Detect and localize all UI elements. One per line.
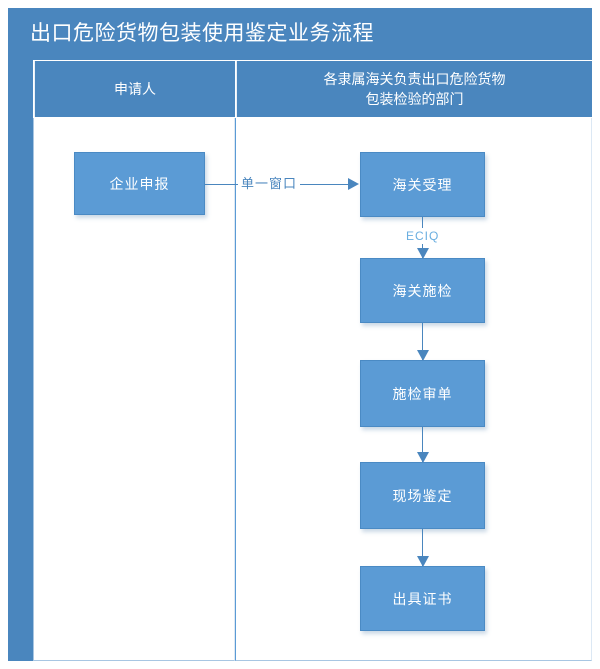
- node-issue-certificate[interactable]: 出具证书: [360, 566, 485, 631]
- edge-arrow-inspection-to-document-review: [417, 350, 429, 361]
- node-customs-acceptance[interactable]: 海关受理: [360, 152, 485, 217]
- edge-arrow-document-review-to-site-appraisal: [417, 452, 429, 463]
- node-site-appraisal[interactable]: 现场鉴定: [360, 462, 485, 529]
- edge-label-eciq: ECIQ: [403, 228, 443, 244]
- lane-header-customs-line1: 各隶属海关负责出口危险货物: [323, 71, 506, 87]
- lane-header-applicant-label: 申请人: [114, 81, 156, 97]
- node-document-review[interactable]: 施检审单: [360, 360, 485, 427]
- node-document-review-label: 施检审单: [392, 385, 453, 402]
- node-issue-certificate-label: 出具证书: [392, 590, 453, 607]
- title-bar: 出口危险货物包装使用鉴定业务流程: [8, 8, 592, 60]
- node-enterprise-declaration[interactable]: 企业申报: [74, 152, 205, 215]
- edge-line-inspection-to-document-review: [422, 323, 423, 360]
- lane-header-customs-label: 各隶属海关负责出口危险货物 包装检验的部门: [318, 69, 512, 109]
- edge-line-document-review-to-site-appraisal: [422, 427, 423, 462]
- node-enterprise-declaration-label: 企业申报: [109, 175, 170, 192]
- edge-arrow-site-appraisal-to-certificate: [417, 556, 429, 567]
- edge-arrow-acceptance-to-inspection: [417, 248, 429, 259]
- lane-header-customs: 各隶属海关负责出口危险货物 包装检验的部门: [236, 61, 592, 117]
- node-site-appraisal-label: 现场鉴定: [392, 487, 453, 504]
- node-customs-inspection-label: 海关施检: [392, 282, 453, 299]
- edge-label-single-window: 单一窗口: [238, 176, 301, 192]
- page-title: 出口危险货物包装使用鉴定业务流程: [30, 22, 374, 45]
- lane-header-customs-line2: 包装检验的部门: [365, 91, 464, 107]
- node-customs-inspection[interactable]: 海关施检: [360, 258, 485, 323]
- node-customs-acceptance-label: 海关受理: [392, 176, 453, 193]
- lane-side-strip: [8, 60, 33, 661]
- edge-line-site-appraisal-to-certificate: [422, 529, 423, 566]
- lane-header-applicant: 申请人: [34, 61, 235, 117]
- edge-arrow-declaration-to-acceptance: [348, 178, 359, 190]
